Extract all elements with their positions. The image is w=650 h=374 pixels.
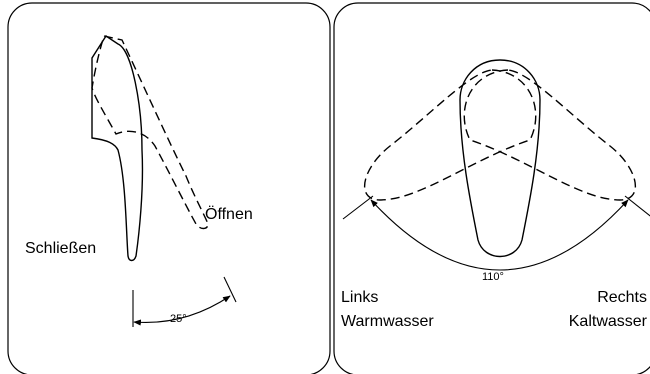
label-close: Schließen xyxy=(25,240,96,257)
label-left-line1: Links xyxy=(341,289,378,306)
dim-line-angled xyxy=(223,276,237,303)
lever-right-outline xyxy=(463,69,637,201)
label-angle-25: 25° xyxy=(170,313,187,325)
dim-line-right xyxy=(624,195,650,217)
lever-center-outline xyxy=(459,59,541,257)
label-right-line1: Rechts xyxy=(597,289,647,306)
label-left-line2: Warmwasser xyxy=(341,313,434,330)
label-right-line2: Kaltwasser xyxy=(569,313,648,330)
left-panel xyxy=(7,2,331,374)
right-panel xyxy=(333,2,650,374)
label-angle-110: 110° xyxy=(482,271,504,283)
dim-line-left xyxy=(342,195,374,220)
lever-closed-outline xyxy=(91,35,144,262)
angle-arc-110 xyxy=(370,199,629,271)
label-open: Öffnen xyxy=(205,205,253,223)
lever-open-outline xyxy=(91,35,209,230)
lever-left-outline xyxy=(363,69,537,201)
angle-arc-25 xyxy=(133,295,231,326)
